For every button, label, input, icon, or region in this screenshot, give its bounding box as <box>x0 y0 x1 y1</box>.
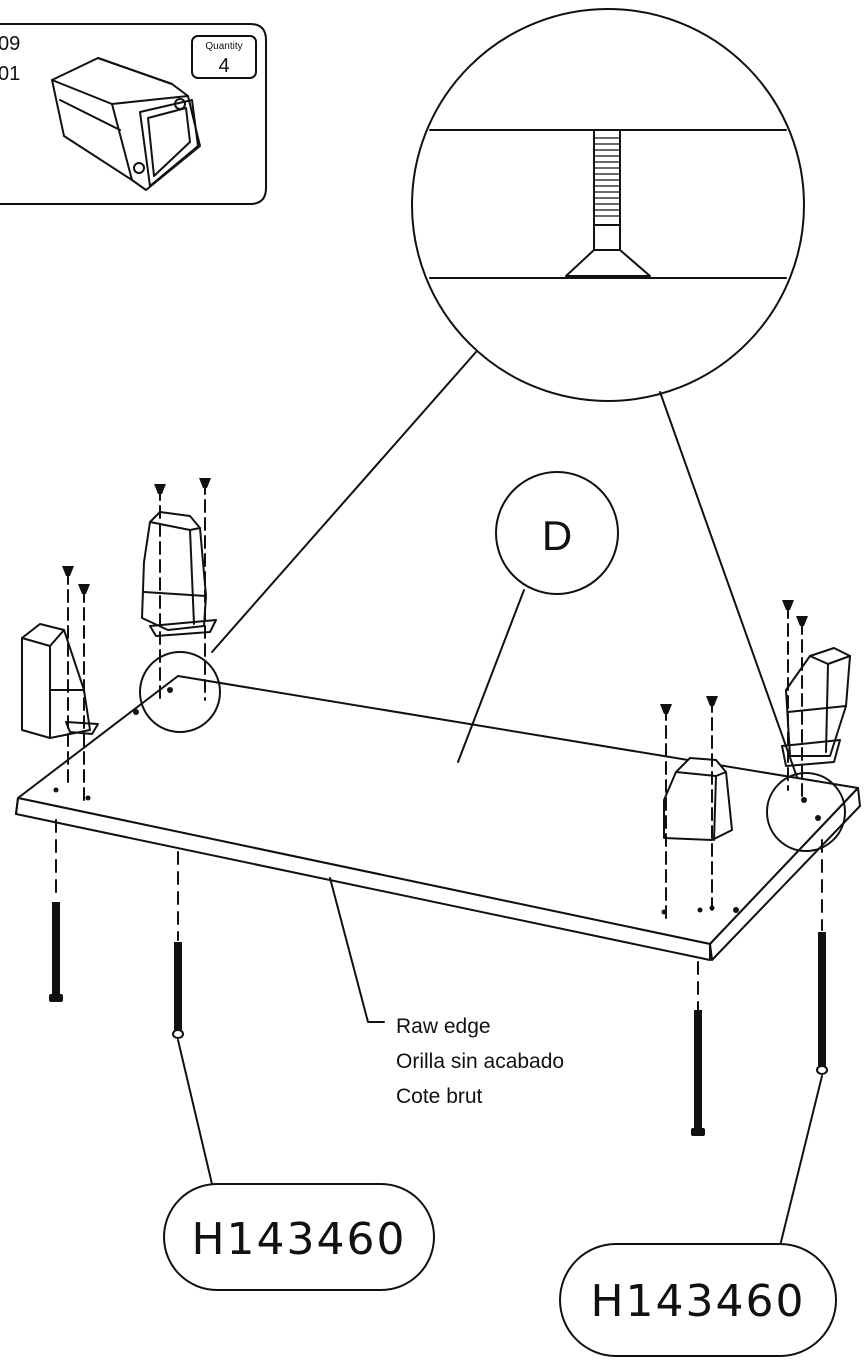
bolt-left-1 <box>49 902 63 1002</box>
detail-callout-d: D <box>457 471 619 763</box>
edge-note-line-1: Raw edge <box>396 1015 491 1038</box>
bracket-part-illustration <box>51 57 201 191</box>
detail-letter: D <box>542 512 572 559</box>
part-inset-panel: 09 01 Quantity 4 <box>0 23 267 205</box>
edge-note-line-3: Cote brut <box>396 1085 483 1108</box>
part-label-left-text: H143460 <box>191 1214 406 1265</box>
long-bolts <box>49 819 828 1136</box>
raw-edge-note: Raw edge Orilla sin acabado Cote brut <box>329 877 564 1108</box>
quantity-label: Quantity <box>205 41 242 52</box>
detail-marker-left <box>139 651 221 733</box>
bracket-right-front <box>660 696 733 923</box>
part-number-1: 09 <box>0 33 20 55</box>
quantity-value: 4 <box>218 55 229 77</box>
bracket-right-back <box>781 600 851 801</box>
bracket-left-back <box>141 478 217 701</box>
edge-note-line-2: Orilla sin acabado <box>396 1050 564 1073</box>
quantity-box: Quantity 4 <box>191 35 257 79</box>
detail-marker-right <box>766 772 846 852</box>
bolt-left-2 <box>172 942 184 1039</box>
part-label-right: H143460 <box>559 1075 837 1357</box>
bolt-right-2 <box>816 932 828 1075</box>
board-panel <box>15 675 861 961</box>
bracket-left-front <box>21 566 99 801</box>
part-label-right-text: H143460 <box>590 1276 805 1327</box>
magnified-detail-circle <box>211 8 805 781</box>
bolt-right-1 <box>691 1010 705 1136</box>
part-number-2: 01 <box>0 63 20 85</box>
screw-cross-section <box>565 129 651 277</box>
part-label-left: H143460 <box>163 1039 435 1291</box>
